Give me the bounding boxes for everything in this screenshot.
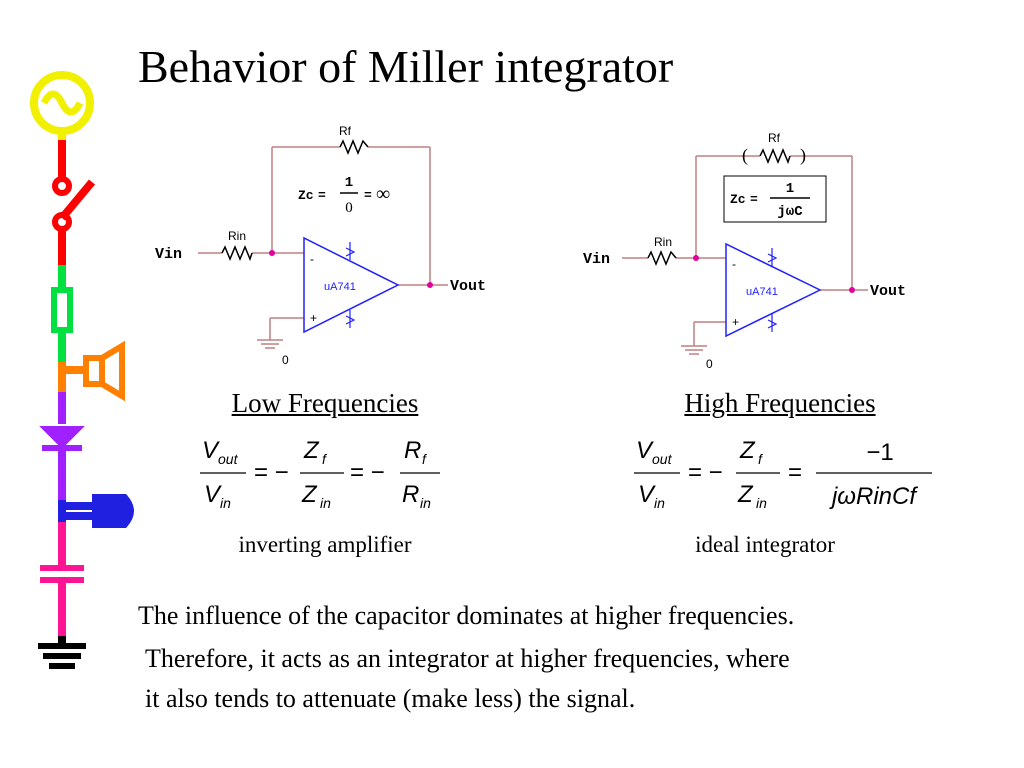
svg-text:Zc: Zc xyxy=(730,192,746,207)
svg-text:Zc: Zc xyxy=(298,188,314,203)
svg-text:= −: = − xyxy=(688,459,723,486)
svg-text:f: f xyxy=(422,451,428,467)
svg-text:out: out xyxy=(218,451,239,467)
svg-text:0: 0 xyxy=(345,200,353,216)
rf-resistor xyxy=(339,139,369,155)
rf-paren-left: ( xyxy=(742,145,748,166)
svg-text:1: 1 xyxy=(345,175,353,191)
paragraph-line-2: Therefore, it acts as an integrator at h… xyxy=(145,644,790,673)
high-rhs-numerator: −1 xyxy=(866,439,893,466)
paragraph-line-1: The influence of the capacitor dominates… xyxy=(138,601,795,630)
svg-text:V: V xyxy=(204,481,222,508)
svg-text:Z: Z xyxy=(303,437,320,464)
ground-icon xyxy=(38,636,86,669)
vin-label: Vin xyxy=(155,246,182,263)
diode-icon xyxy=(39,392,85,500)
svg-text:f: f xyxy=(322,451,328,467)
vin-label: Vin xyxy=(583,251,610,268)
left-wires xyxy=(198,146,448,349)
svg-text:jωC: jωC xyxy=(777,204,803,220)
svg-text:out: out xyxy=(652,451,673,467)
minus-pin: - xyxy=(310,252,314,266)
ac-source-icon xyxy=(30,71,94,140)
rf-paren-right: ) xyxy=(800,145,806,166)
svg-text:= −: = − xyxy=(254,459,289,486)
low-frequencies-heading: Low Frequencies xyxy=(231,388,419,418)
vout-label: Vout xyxy=(450,278,486,295)
fuse-icon xyxy=(51,265,73,362)
plug-icon xyxy=(58,494,134,528)
svg-text:Z: Z xyxy=(737,481,754,508)
svg-text:in: in xyxy=(420,495,431,511)
right-circuit: ( ) Rf Rin Vin Vout uA741 - + 0 Zc = 1 j… xyxy=(583,131,906,371)
svg-text:∞: ∞ xyxy=(376,183,390,205)
left-zc-expression: Zc = 1 0 = ∞ xyxy=(298,175,390,216)
svg-text:=: = xyxy=(318,188,326,203)
right-zc-expression: Zc = 1 jωC xyxy=(723,175,827,223)
switch-icon xyxy=(52,140,96,265)
svg-text:Z: Z xyxy=(301,481,318,508)
opamp-label: uA741 xyxy=(746,286,778,298)
component-strip xyxy=(30,71,134,669)
rin-resistor xyxy=(221,245,253,262)
left-opamp xyxy=(303,236,400,334)
svg-text:in: in xyxy=(654,495,665,511)
high-frequency-caption: ideal integrator xyxy=(695,532,835,557)
rf-label: Rf xyxy=(768,131,781,145)
svg-text:in: in xyxy=(220,495,231,511)
vout-label: Vout xyxy=(870,283,906,300)
minus-pin: - xyxy=(732,257,736,271)
svg-text:f: f xyxy=(758,451,764,467)
svg-text:=: = xyxy=(750,192,758,207)
high-frequencies-heading: High Frequencies xyxy=(684,388,876,418)
ground-label: 0 xyxy=(282,353,289,367)
svg-text:in: in xyxy=(756,495,767,511)
paragraph-line-3: it also tends to attenuate (make less) t… xyxy=(145,684,636,713)
opamp-label: uA741 xyxy=(324,281,356,293)
rf-label: Rf xyxy=(339,124,352,138)
svg-text:=: = xyxy=(364,188,372,203)
plus-pin: + xyxy=(732,315,739,329)
svg-text:=: = xyxy=(788,459,802,486)
high-rhs-denominator: jωRinCf xyxy=(829,483,918,510)
rf-resistor xyxy=(759,148,791,165)
right-opamp xyxy=(725,242,822,338)
svg-text:= −: = − xyxy=(350,459,385,486)
svg-text:1: 1 xyxy=(786,181,794,197)
svg-text:R: R xyxy=(404,437,421,464)
svg-text:V: V xyxy=(638,481,656,508)
svg-text:V: V xyxy=(636,437,654,464)
svg-text:V: V xyxy=(202,437,220,464)
svg-text:Z: Z xyxy=(739,437,756,464)
rin-resistor xyxy=(647,250,677,266)
svg-text:in: in xyxy=(320,495,331,511)
capacitor-icon xyxy=(40,522,84,640)
right-wires xyxy=(622,155,868,355)
rin-label: Rin xyxy=(228,229,246,243)
speaker-icon xyxy=(58,340,125,402)
svg-text:R: R xyxy=(402,481,419,508)
ground-label: 0 xyxy=(706,357,713,371)
rin-label: Rin xyxy=(654,235,672,249)
left-circuit: Rf Rin Vin Vout uA741 - + 0 Zc = 1 0 = ∞ xyxy=(155,124,486,367)
page-title: Behavior of Miller integrator xyxy=(138,41,674,92)
low-frequency-caption: inverting amplifier xyxy=(238,532,412,557)
plus-pin: + xyxy=(310,311,317,325)
